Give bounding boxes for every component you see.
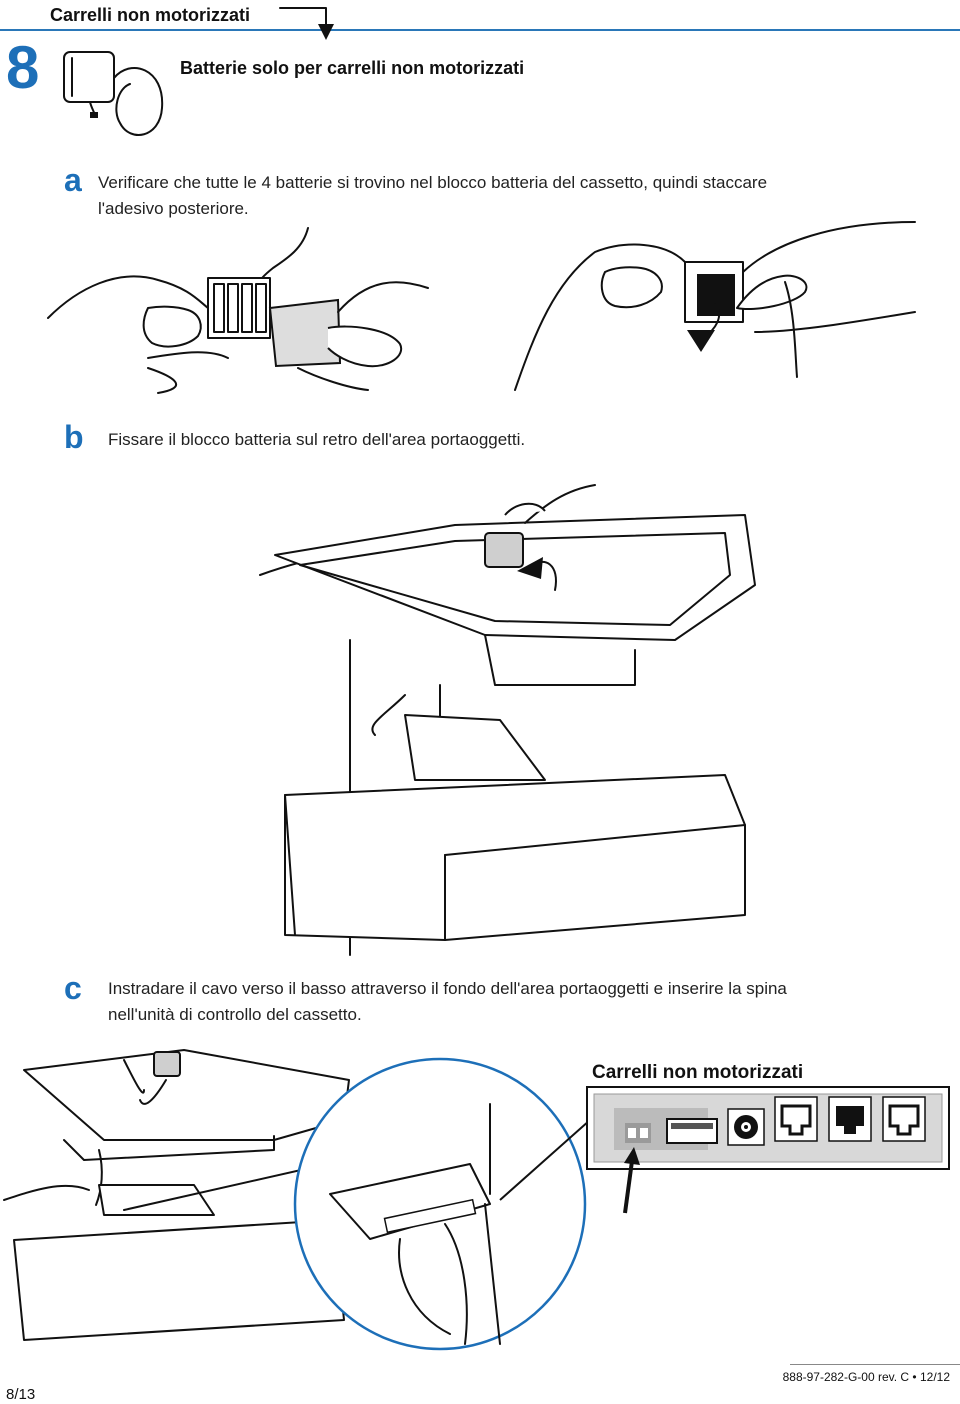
substep-a-text-1: Verificare che tutte le 4 batterie si tr… [98, 173, 768, 192]
arrow-up-icon [623, 1147, 640, 1214]
battery-pack-icon [63, 51, 164, 136]
substep-c-text-1: Instradare il cavo verso il basso attrav… [108, 979, 787, 998]
header-title: Carrelli non motorizzati [50, 5, 251, 25]
dip-switch-icon [625, 1123, 651, 1143]
substep-letter-b: b [64, 419, 84, 455]
network-port-3-icon [882, 1096, 926, 1142]
step-title: Batterie solo per carrelli non motorizza… [180, 58, 525, 78]
page-number: 8/13 [6, 1386, 36, 1403]
zoom-detail-circle [293, 1057, 587, 1351]
document-reference: 888-97-282-G-00 rev. C • 12/12 [782, 1370, 950, 1384]
illustration-battery-holder [47, 227, 429, 394]
network-port-2-icon [828, 1096, 872, 1142]
footer-rule [790, 1364, 960, 1365]
header-rule [0, 29, 960, 31]
substep-b-text: Fissare il blocco batteria sul retro del… [108, 430, 526, 449]
substep-a-text-2: l'adesivo posteriore. [98, 199, 249, 218]
substep-letter-c: c [64, 970, 82, 1006]
substep-c-text-2: nell'unità di controllo del cassetto. [108, 1005, 362, 1024]
power-jack-icon [727, 1108, 765, 1146]
illustration-route-cable [3, 1049, 355, 1341]
substep-letter-a: a [64, 162, 82, 198]
step-number: 8 [6, 34, 40, 101]
header-arrow-icon [279, 7, 334, 40]
illustration-peel-adhesive [514, 221, 916, 391]
pointer-line [499, 1119, 591, 1201]
usb-port-icon [666, 1118, 718, 1144]
panel-title: Carrelli non motorizzati [592, 1062, 804, 1083]
network-port-1-icon [774, 1096, 818, 1142]
illustration-cart-tray [259, 484, 756, 956]
